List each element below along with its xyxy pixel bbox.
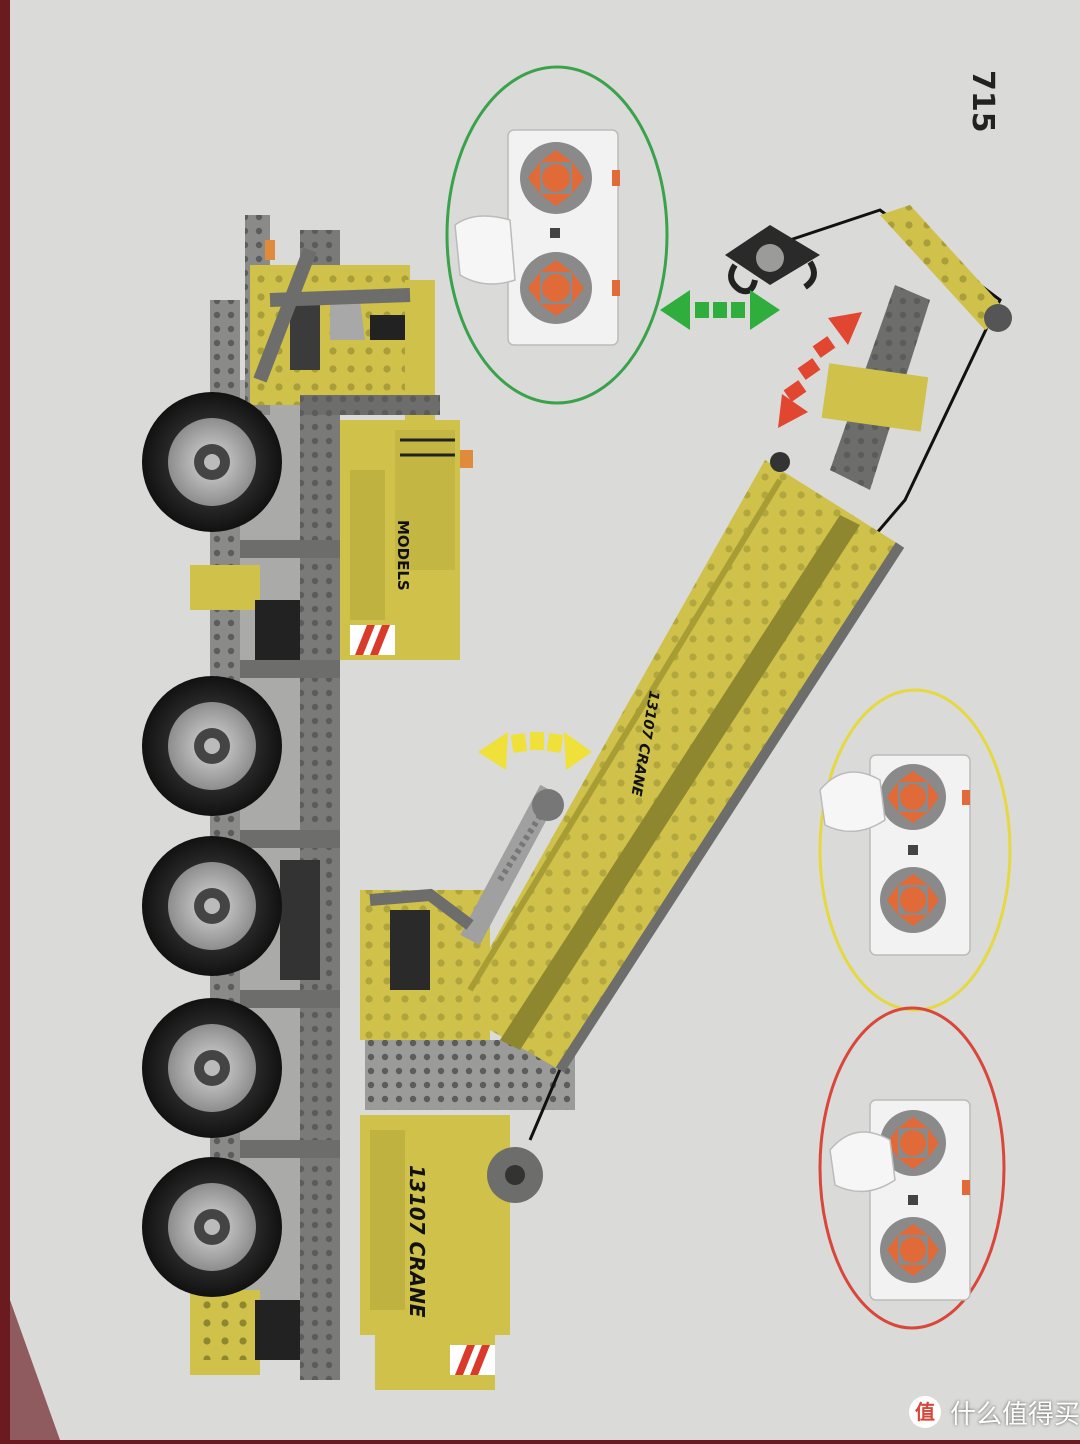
watermark-logo-icon: 值: [909, 1396, 941, 1428]
callout-yellow: [818, 688, 1012, 1012]
page-number: 715: [965, 70, 1000, 133]
watermark: 值 什么值得买: [908, 1392, 1080, 1432]
wheel-5: [142, 1157, 282, 1297]
wheel-3: [142, 836, 282, 976]
remote-dpad-top: [880, 1110, 946, 1176]
svg-text:值: 值: [915, 1400, 935, 1424]
crane-model-decal: 13107 CRANE: [405, 1165, 429, 1318]
crane-hook: [725, 225, 820, 295]
hand-icon: [819, 771, 886, 833]
remote-dpad-top: [520, 142, 592, 214]
callout-red: [818, 1006, 1006, 1330]
remote-dpad-top: [880, 764, 946, 830]
models-decal: MODELS: [394, 520, 412, 591]
crane-boom: 13107 CRANE: [369, 205, 1012, 1141]
red-double-arrow-icon: [778, 312, 862, 428]
wheel-4: [142, 998, 282, 1138]
remote-dpad-bottom: [520, 252, 592, 324]
green-double-arrow-icon: [660, 290, 780, 330]
yellow-curved-arrow-icon: [478, 732, 592, 770]
watermark-text: 什么值得买: [950, 1399, 1080, 1430]
callout-green: [445, 65, 669, 405]
remote-dpad-bottom: [880, 1217, 946, 1283]
engine-cover: MODELS: [340, 420, 460, 660]
wheel-1: [142, 392, 282, 532]
remote-dpad-bottom: [880, 867, 946, 933]
driver-cab: [250, 247, 473, 468]
hand-icon: [829, 1131, 896, 1193]
wheel-2: [142, 676, 282, 816]
rear-cab: 13107 CRANE: [360, 890, 575, 1390]
hand-icon: [454, 215, 516, 285]
